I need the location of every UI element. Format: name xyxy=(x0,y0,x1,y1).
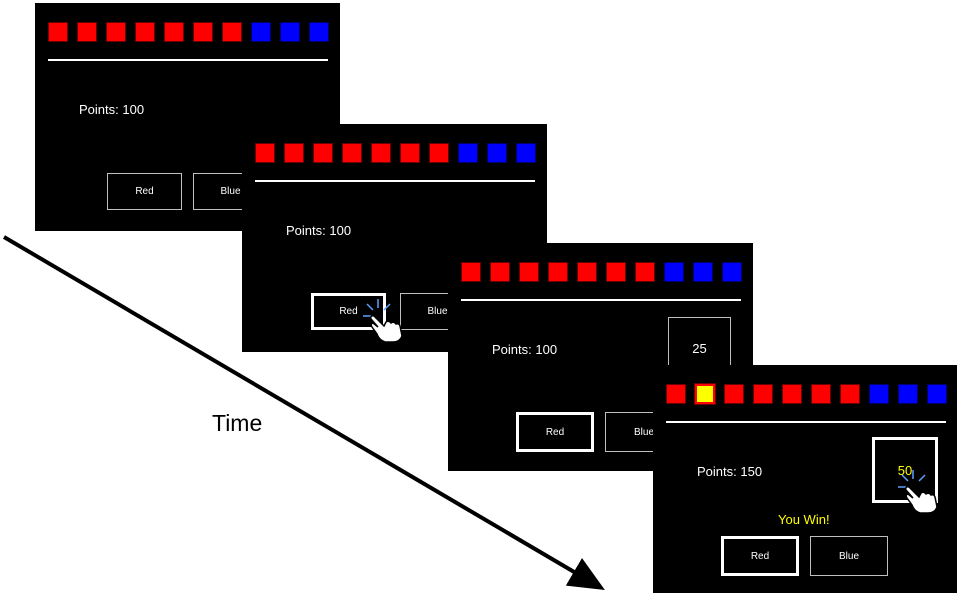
blue-button[interactable]: Blue xyxy=(810,536,888,576)
color-square-red xyxy=(811,384,831,404)
color-square-red xyxy=(461,262,481,282)
color-square-red xyxy=(635,262,655,282)
color-square-red xyxy=(77,22,97,42)
color-square-red xyxy=(577,262,597,282)
color-square-blue xyxy=(693,262,713,282)
color-square-blue xyxy=(869,384,889,404)
color-square-blue xyxy=(251,22,271,42)
color-square-red xyxy=(606,262,626,282)
divider-line xyxy=(255,180,535,182)
color-square-red xyxy=(106,22,126,42)
color-square-red xyxy=(255,143,275,163)
color-square-red xyxy=(222,22,242,42)
color-square-red xyxy=(519,262,539,282)
color-square-red xyxy=(695,384,715,404)
color-square-blue xyxy=(927,384,947,404)
color-square-red xyxy=(840,384,860,404)
time-label: Time xyxy=(212,410,263,436)
time-arrow-line xyxy=(2,235,605,591)
divider-line xyxy=(666,421,946,423)
color-square-blue xyxy=(516,143,536,163)
result-message: You Win! xyxy=(778,512,830,527)
points-label: Points: 100 xyxy=(492,342,558,357)
color-square-red xyxy=(342,143,362,163)
color-square-red xyxy=(164,22,184,42)
color-square-red xyxy=(400,143,420,163)
color-square-blue xyxy=(898,384,918,404)
color-square-red xyxy=(48,22,68,42)
color-square-blue xyxy=(458,143,478,163)
color-square-blue xyxy=(664,262,684,282)
color-square-red xyxy=(666,384,686,404)
color-square-red xyxy=(782,384,802,404)
red-button[interactable]: Red xyxy=(721,536,799,576)
bet-box[interactable]: 50 xyxy=(872,437,938,503)
pointing-hand-icon xyxy=(363,299,403,343)
pointing-hand-icon xyxy=(898,470,938,514)
color-square-red xyxy=(371,143,391,163)
color-square-red xyxy=(548,262,568,282)
color-square-red xyxy=(284,143,304,163)
points-label: Points: 100 xyxy=(286,223,352,238)
color-square-red xyxy=(135,22,155,42)
color-square-blue xyxy=(280,22,300,42)
screen-4: Points: 150 50 You Win! Red Blue xyxy=(653,365,957,593)
divider-line xyxy=(461,299,741,301)
color-square-red xyxy=(490,262,510,282)
color-square-red xyxy=(429,143,449,163)
red-button[interactable]: Red xyxy=(516,412,594,452)
color-square-red xyxy=(753,384,773,404)
color-square-blue xyxy=(309,22,329,42)
points-label: Points: 100 xyxy=(79,102,145,117)
points-label: Points: 150 xyxy=(697,464,763,479)
color-square-blue xyxy=(487,143,507,163)
color-square-red xyxy=(724,384,744,404)
color-square-red xyxy=(313,143,333,163)
color-square-red xyxy=(193,22,213,42)
color-square-blue xyxy=(722,262,742,282)
red-button[interactable]: Red xyxy=(107,173,182,210)
divider-line xyxy=(48,59,328,61)
